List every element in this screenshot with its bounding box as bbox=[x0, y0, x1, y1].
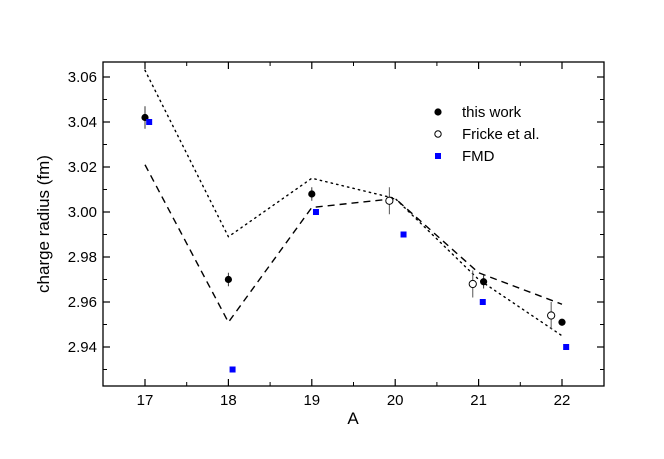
fmd-point bbox=[229, 366, 236, 373]
axis-ticks: 17 18 19 20 21 22 2.94 2.96 2.98 3.00 3.02 3.04 3.06 bbox=[68, 62, 604, 409]
dashed-line bbox=[144, 164, 563, 324]
x-tick-label: 22 bbox=[554, 392, 571, 409]
y-tick-label: 2.96 bbox=[68, 294, 97, 311]
fmd-point bbox=[146, 119, 153, 125]
legend: this work Fricke et al. FMD bbox=[434, 104, 540, 165]
plot-frame bbox=[102, 61, 605, 387]
this-work-point bbox=[558, 318, 566, 326]
x-tick-label: 21 bbox=[470, 392, 487, 409]
y-tick-label: 2.98 bbox=[68, 249, 97, 266]
y-tick-label: 2.94 bbox=[68, 339, 97, 356]
fmd-point bbox=[312, 209, 319, 215]
x-tick-label: 18 bbox=[220, 392, 237, 409]
y-tick-label: 3.00 bbox=[68, 204, 97, 221]
fricke-point bbox=[385, 196, 394, 205]
legend-filled-circle-icon bbox=[434, 108, 442, 116]
y-tick-label: 3.06 bbox=[68, 69, 97, 86]
x-axis-title: A bbox=[347, 409, 359, 428]
plot-area bbox=[141, 69, 570, 373]
legend-blue-square-icon bbox=[435, 153, 441, 159]
legend-label-fricke: Fricke et al. bbox=[462, 126, 540, 143]
legend-label-this-work: this work bbox=[462, 104, 522, 121]
fricke-point bbox=[468, 279, 477, 289]
fmd-point bbox=[563, 344, 570, 350]
x-tick-label: 20 bbox=[387, 392, 404, 409]
x-tick-label: 17 bbox=[137, 392, 154, 409]
fmd-point bbox=[400, 231, 407, 238]
fricke-point bbox=[547, 311, 556, 320]
this-work-point bbox=[224, 275, 232, 284]
y-axis-title: charge radius (fm) bbox=[34, 155, 53, 293]
legend-label-fmd: FMD bbox=[462, 148, 495, 165]
y-tick-label: 3.04 bbox=[68, 114, 97, 131]
y-tick-label: 3.02 bbox=[68, 159, 97, 176]
x-tick-label: 19 bbox=[303, 392, 320, 409]
this-work-point bbox=[480, 278, 488, 286]
legend-open-circle-icon bbox=[434, 130, 442, 138]
fmd-point bbox=[479, 299, 486, 305]
this-work-point bbox=[308, 190, 316, 198]
dotted-line bbox=[144, 69, 563, 337]
